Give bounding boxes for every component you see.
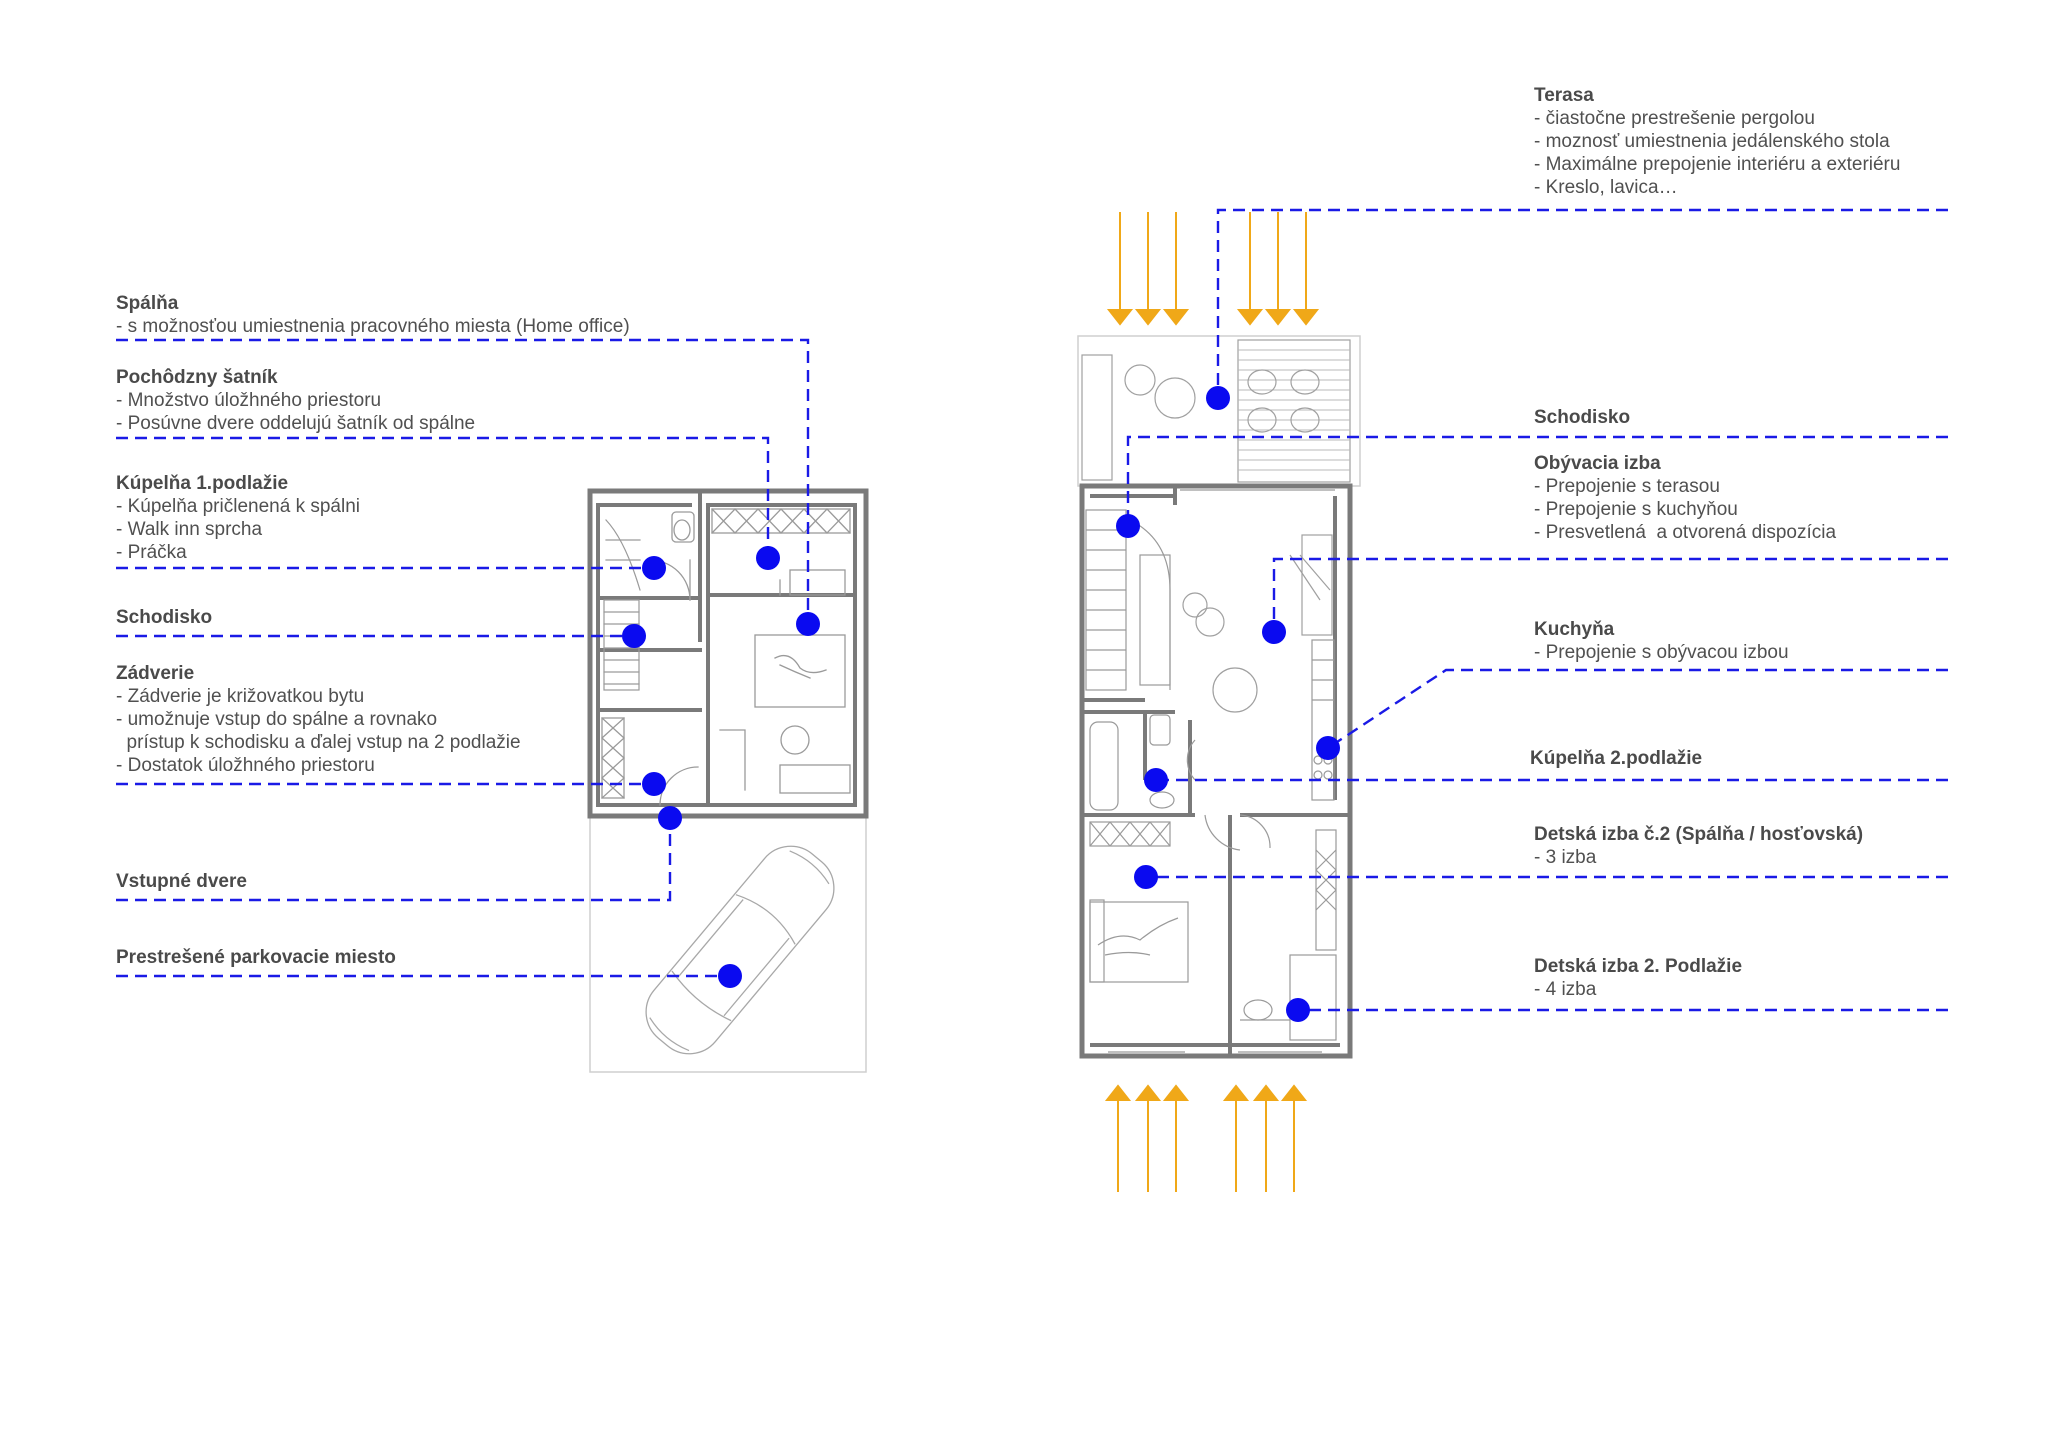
marker-dots: [622, 386, 1340, 1022]
floor1-kupelna-1-podlazie-label-line: - Práčka: [116, 542, 187, 563]
floor1-kupelna-1-podlazie-label-line: - Walk inn sprcha: [116, 519, 263, 540]
floor-1-stair: [603, 519, 641, 691]
floor1-prestresene-parkovacie-miesto-label: Prestrešené parkovacie miesto: [116, 946, 396, 969]
floor1-spalna-label-line: - s možnosťou umiestnenia pracovného mie…: [116, 316, 630, 337]
floor1-pochodzny-satnik-leader-line: [116, 436, 770, 558]
bathroom-2-fixtures: [1089, 714, 1196, 811]
floor1-vstupne-dvere-label: Vstupné dvere: [116, 870, 247, 893]
bedroom-furniture: [719, 569, 851, 794]
floor2-obyvacia-izba-label: Obývacia izba- Prepojenie s terasou- Pre…: [1534, 452, 1836, 544]
entrance-door-swing: [659, 766, 699, 806]
floor-2-plan: [1077, 212, 1361, 1192]
floor2-kuchyna-marker-dot[interactable]: [1316, 736, 1340, 760]
child-room-1-furniture: [1089, 814, 1271, 983]
floor1-schodisko-marker-dot[interactable]: [622, 624, 646, 648]
floor2-schodisko-marker-dot[interactable]: [1116, 514, 1140, 538]
floor-2-interior-walls: [1082, 486, 1350, 1056]
floor1-zadverie-label-line: - Zádverie je križovatkou bytu: [116, 686, 365, 707]
floor2-kupelna-2-podlazie-label-title: Kúpelňa 2.podlažie: [1530, 748, 1703, 769]
floor2-detska-izba-c-2-spalna-hostovska-label: Detská izba č.2 (Spálňa / hosťovská)- 3 …: [1534, 823, 1863, 869]
floor2-terasa-label-title: Terasa: [1534, 85, 1594, 106]
floor2-kupelna-2-podlazie-marker-dot[interactable]: [1144, 768, 1168, 792]
light-arrows-top: [1106, 212, 1320, 326]
floor2-detska-izba-c-2-spalna-hostovska-label-line: - 3 izba: [1534, 847, 1597, 868]
floor1-prestresene-parkovacie-miesto-marker-dot[interactable]: [718, 964, 742, 988]
floor1-zadverie-label-line: - umožnuje vstup do spálne a rovnako: [116, 709, 438, 730]
floor2-obyvacia-izba-label-line: - Prepojenie s terasou: [1534, 476, 1720, 497]
floor1-vstupne-dvere-label-title: Vstupné dvere: [116, 871, 247, 892]
floor1-kupelna-1-podlazie-label-title: Kúpelňa 1.podlažie: [116, 473, 289, 494]
floor2-terasa-label-line: - Kreslo, lavica…: [1534, 177, 1678, 198]
light-arrows-bottom: [1104, 1084, 1308, 1192]
floor2-terasa-leader-line: [1216, 208, 1948, 398]
floor2-detska-izba-2-podlazie-label: Detská izba 2. Podlažie- 4 izba: [1534, 955, 1742, 1001]
floor1-zadverie-label-line: - Dostatok úložhného priestoru: [116, 755, 375, 776]
floor2-schodisko-label: Schodisko: [1534, 406, 1630, 429]
floor1-vstupne-dvere-leader-line: [116, 818, 672, 902]
floor2-kuchyna-label: Kuchyňa- Prepojenie s obývacou izbou: [1534, 618, 1789, 664]
floor2-obyvacia-izba-label-line: - Presvetlená a otvorená dispozícia: [1534, 522, 1837, 543]
floor2-kupelna-2-podlazie-label: Kúpelňa 2.podlažie: [1530, 747, 1702, 770]
car-drawing: [645, 845, 835, 1055]
floor1-pochodzny-satnik-label-title: Pochôdzny šatník: [116, 367, 278, 388]
floor-1-outer-wall: [587, 488, 869, 819]
floor1-schodisko-label-title: Schodisko: [116, 607, 213, 628]
floor1-spalna-leader-line: [116, 338, 810, 624]
floor2-detska-izba-2-podlazie-label-line: - 4 izba: [1534, 979, 1597, 1000]
floor-1-interior-walls: [596, 489, 857, 807]
floor2-kuchyna-leader-line: [1327, 668, 1948, 750]
floor2-obyvacia-izba-marker-dot[interactable]: [1262, 620, 1286, 644]
floor1-spalna-label-title: Spálňa: [116, 293, 179, 314]
floor1-zadverie-marker-dot[interactable]: [642, 772, 666, 796]
wardrobe-hatch: [601, 508, 851, 799]
terrace-bench: [1081, 354, 1113, 481]
floor2-detska-izba-2-podlazie-marker-dot[interactable]: [1286, 998, 1310, 1022]
floor2-schodisko-label-title: Schodisko: [1534, 407, 1631, 428]
floor1-zadverie-label: Zádverie- Zádverie je križovatkou bytu- …: [116, 662, 521, 777]
floor1-kupelna-1-podlazie-label-line: - Kúpelňa pričlenená k spálni: [116, 496, 360, 517]
bathroom-fixtures: [649, 511, 695, 601]
floor2-detska-izba-2-podlazie-label-title: Detská izba 2. Podlažie: [1534, 956, 1743, 977]
floor1-spalna-marker-dot[interactable]: [796, 612, 820, 636]
kitchen-counter: [1311, 639, 1335, 801]
floor2-terasa-label-line: - moznosť umiestnenia jedálenského stola: [1534, 131, 1890, 152]
floor1-kupelna-1-podlazie-label: Kúpelňa 1.podlažie- Kúpelňa pričlenená k…: [116, 472, 360, 564]
floor1-pochodzny-satnik-marker-dot[interactable]: [756, 546, 780, 570]
carport-outline: [589, 815, 867, 1073]
floor2-terasa-label: Terasa- čiastočne prestrešenie pergolou-…: [1534, 84, 1900, 199]
floor-2-outer-wall: [1079, 483, 1353, 1059]
floor2-schodisko-leader-line: [1126, 435, 1948, 526]
floor1-vstupne-dvere-marker-dot[interactable]: [658, 806, 682, 830]
floor1-prestresene-parkovacie-miesto-label-title: Prestrešené parkovacie miesto: [116, 947, 396, 968]
terrace-deck: [1237, 339, 1351, 483]
floor1-spalna-label: Spálňa- s možnosťou umiestnenia pracovné…: [116, 292, 630, 338]
floor2-detska-izba-c-2-spalna-hostovska-label-title: Detská izba č.2 (Spálňa / hosťovská): [1534, 824, 1864, 845]
floor1-pochodzny-satnik-label-line: - Množstvo úložhného priestoru: [116, 390, 382, 411]
floor2-obyvacia-izba-label-title: Obývacia izba: [1534, 453, 1661, 474]
floor2-obyvacia-izba-label-line: - Prepojenie s kuchyňou: [1534, 499, 1738, 520]
floor2-kuchyna-label-title: Kuchyňa: [1534, 619, 1615, 640]
floor2-detska-izba-c-2-spalna-hostovska-marker-dot[interactable]: [1134, 865, 1158, 889]
floor2-terasa-marker-dot[interactable]: [1206, 386, 1230, 410]
floor-2-windows: [1108, 489, 1335, 1053]
terrace-furniture: [1124, 364, 1320, 433]
floor2-terasa-label-line: - Maximálne prepojenie interiéru a exter…: [1534, 154, 1901, 175]
leader-lines: [116, 208, 1948, 1012]
floor-1-plan: [587, 488, 869, 1073]
floor1-pochodzny-satnik-label-line: - Posúvne dvere oddelujú šatník od spáln…: [116, 413, 476, 434]
floor1-zadverie-label-title: Zádverie: [116, 663, 195, 684]
floor1-pochodzny-satnik-label: Pochôdzny šatník- Množstvo úložhného pri…: [116, 366, 475, 435]
floor2-obyvacia-izba-leader-line: [1272, 557, 1948, 632]
floor1-schodisko-label: Schodisko: [116, 606, 212, 629]
floor1-kupelna-1-podlazie-marker-dot[interactable]: [642, 556, 666, 580]
living-room-furniture: [1182, 534, 1333, 713]
floor2-terasa-label-line: - čiastočne prestrešenie pergolou: [1534, 108, 1815, 129]
floor1-zadverie-label-line: prístup k schodisku a ďalej vstup na 2 p…: [116, 732, 521, 753]
child-room-2-furniture: [1240, 829, 1337, 1041]
floor2-kuchyna-label-line: - Prepojenie s obývacou izbou: [1534, 642, 1789, 663]
